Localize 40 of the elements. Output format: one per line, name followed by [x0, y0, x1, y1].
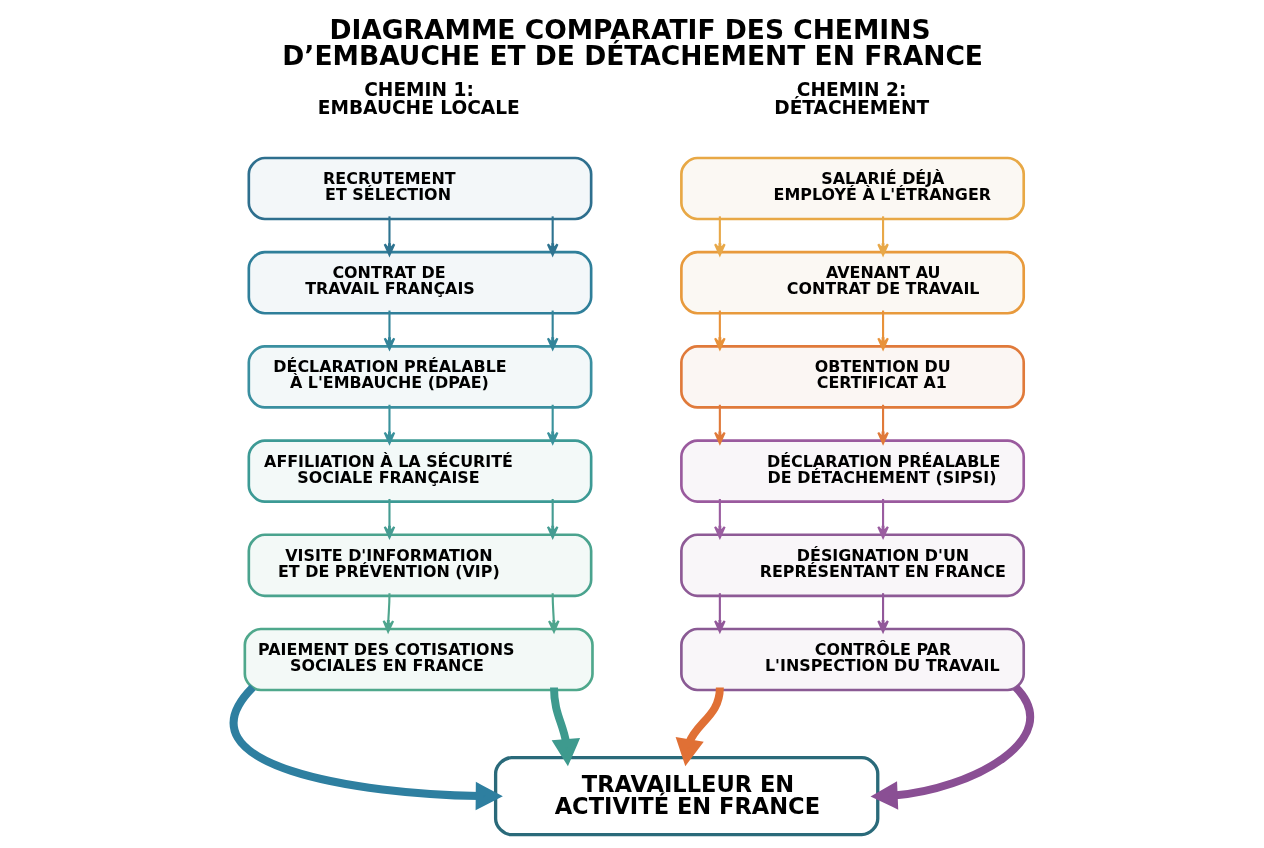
arrow — [870, 684, 1034, 810]
node-box: CONTRAT DE TRAVAIL FRANÇAIS — [247, 250, 593, 315]
arrow — [714, 404, 726, 445]
arrow — [546, 404, 559, 445]
arrow — [383, 216, 396, 256]
arrow — [546, 498, 559, 539]
node-box: DÉCLARATION PRÉALABLE DE DÉTACHEMENT (SIPSI) — [680, 439, 1026, 503]
node-box: DÉSIGNATION D'UN REPRÉSENTANT EN FRANCE — [680, 533, 1026, 598]
arrow — [383, 498, 396, 539]
arrow — [383, 310, 396, 351]
arrow — [714, 498, 726, 539]
arrow — [383, 404, 396, 445]
node-box: RECRUTEMENT ET SÉLECTION — [247, 156, 593, 221]
label: CHEMIN 1: EMBAUCHE LOCALE — [317, 78, 520, 119]
arrow — [714, 310, 726, 351]
arrow — [675, 687, 724, 767]
arrow — [550, 687, 581, 767]
node-box: AFFILIATION À LA SÉCURITÉ SOCIALE FRANÇAISE — [247, 439, 593, 503]
node-box: TRAVAILLEUR EN ACTIVITÉ EN FRANCE — [493, 756, 880, 837]
diagram-title: DIAGRAMME COMPARATIF DES CHEMINS D’EMBAUCHE ET DE DÉTACHEMENT EN FRANCE — [282, 13, 983, 72]
arrow — [546, 216, 559, 256]
arrow — [382, 593, 395, 633]
arrow — [877, 310, 889, 351]
arrow — [714, 216, 726, 256]
node-box: VISITE D'INFORMATION ET DE PRÉVENTION (VIP) — [247, 533, 593, 598]
node-box: SALARIÉ DÉJÀ EMPLOYÉ À L'ÉTRANGER — [680, 156, 1026, 221]
arrow — [546, 310, 559, 351]
label: CHEMIN 2: DÉTACHEMENT — [774, 78, 930, 119]
node-box: PAIEMENT DES COTISATIONS SOCIALES EN FRANCE — [243, 627, 594, 692]
arrow — [714, 593, 726, 633]
node-box: OBTENTION DU CERTIFICAT A1 — [680, 345, 1026, 409]
arrow — [877, 593, 889, 633]
arrow — [547, 593, 560, 633]
arrow — [229, 684, 503, 811]
arrow — [877, 216, 889, 256]
node-box: AVENANT AU CONTRAT DE TRAVAIL — [680, 250, 1026, 315]
arrow — [877, 404, 889, 445]
arrow — [877, 498, 889, 539]
node-box: DÉCLARATION PRÉALABLE À L'EMBAUCHE (DPAE) — [247, 345, 593, 409]
node-box: CONTRÔLE PAR L'INSPECTION DU TRAVAIL — [680, 627, 1026, 692]
